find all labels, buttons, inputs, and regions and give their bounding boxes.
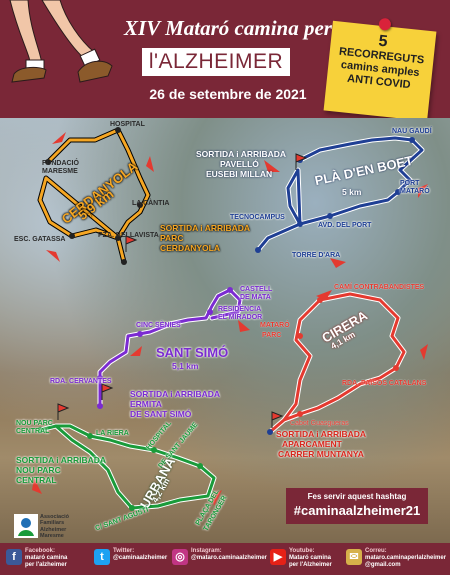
start-pla-1: SORTIDA i ARRIBADA [196, 149, 287, 159]
wp-cami-contrabandistes: CAMÍ CONTRABANDISTES [334, 284, 425, 291]
wp-rda-paisos-catalans: RDA. PAÏSOS CATALANS [342, 380, 427, 387]
route-urbana [37, 423, 217, 511]
start-cirera-2: APARCAMENT [282, 439, 342, 449]
wp-mataro: MATARÓ [260, 322, 290, 329]
wp-port: PORT [400, 180, 420, 187]
wp-castell: CASTELL [240, 286, 273, 293]
youtube-icon: ▶ [270, 549, 286, 565]
alzheimer-title-box: l'ALZHEIMER [142, 48, 290, 76]
route-sant-simo [97, 287, 243, 409]
association-emblem-icon [14, 514, 38, 538]
hashtag-label: Fes servir aquest hashtag [307, 492, 407, 501]
route-pla-den-boet [255, 135, 425, 253]
wp-esc-gatassa: ESC. GATASSA [14, 236, 66, 243]
start-sant-simo-1: SORTIDA i ARRIBADA [130, 389, 221, 399]
route-name-sant-simo: SANT SIMÓ [156, 345, 229, 360]
wp-fundacio: FUNDACIÓ [42, 160, 79, 167]
start-cerdanyola-2: PARC [160, 233, 184, 243]
start-pla-3: EUSEBI MILLAN [206, 169, 273, 179]
start-urbana-1: SORTIDA i ARRIBADA [16, 455, 107, 465]
flag-icons [57, 153, 308, 428]
route-cirera [267, 291, 407, 435]
facebook-icon: f [6, 549, 22, 565]
wp-rda-cervantes: RDA. CERVANTES [50, 378, 112, 385]
routes-map [32, 127, 428, 511]
event-date: 26 de setembre de 2021 [149, 86, 307, 102]
wp-la-cantia: LA CÀNTIA [132, 200, 170, 207]
poster-title: XIV Mataró camina per [124, 16, 332, 40]
start-urbana-2: NOU PARC [16, 465, 61, 475]
wp-port-mataro: MATARÓ [400, 188, 430, 195]
push-pin-icon [378, 17, 392, 31]
wp-central: CENTRAL [16, 428, 50, 435]
twitter-icon: t [94, 549, 110, 565]
wp-cabot-guasgueras: Cabot Guasgueras [290, 420, 349, 427]
hashtag-value: #caminaalzheimer21 [293, 503, 421, 518]
start-cirera-1: SORTIDA i ARRIBADA [276, 429, 367, 439]
association-name: Associació Familiars Alzheimer Maresme [40, 514, 70, 539]
walking-legs-illustration [9, 0, 113, 83]
start-cerdanyola-3: CERDANYOLA [160, 243, 220, 253]
sticky-note: 5 RECORREGUTS camins amples ANTI COVID [323, 17, 437, 122]
wp-pza-bellavista: PZA. BELLAVISTA [98, 232, 159, 239]
direction-arrow-icons [32, 132, 428, 506]
start-cirera-3: CARRER MUNTANYA [278, 449, 364, 459]
start-pla-2: PAVELLÓ [220, 159, 259, 169]
wp-residencia: RESIDÈNCIA [218, 306, 262, 313]
hiking-photo-background [0, 118, 450, 543]
wp-hospital: HOSPITAL [110, 121, 145, 128]
route-distance-pla-den-boet: 5 km [342, 187, 362, 197]
start-sant-simo-2: ERMITA [130, 399, 162, 409]
header-banner: XIV Mataró camina per l'ALZHEIMER 26 de … [0, 0, 450, 122]
wp-nou-parc: NOU PARC [16, 420, 53, 427]
hashtag-box: Fes servir aquest hashtag #caminaalzheim… [286, 488, 428, 524]
instagram-icon: ◎ [172, 549, 188, 565]
wp-tecnocampus: TECNOCAMPUS [230, 214, 285, 221]
association-logo: Associació Familiars Alzheimer Maresme [14, 512, 84, 542]
wp-nau-gaudi: NAU GAUDÍ [392, 128, 432, 135]
wp-cinc-senies: CINC SÈNIES [136, 322, 181, 329]
wp-torre-dara: TORRE D'ARA [292, 252, 341, 259]
start-urbana-3: CENTRAL [16, 475, 57, 485]
wp-de-mata: DE MATA [240, 294, 271, 301]
wp-la-riera: LA RIERA [96, 430, 129, 437]
wp-parc: PARC [262, 332, 282, 339]
route-cerdanyola [37, 127, 151, 265]
route-distance-sant-simo: 5,1 km [172, 361, 199, 371]
wp-el-mirador: EL MIRADOR [218, 314, 263, 321]
wp-avd-del-port: AVD. DEL PORT [318, 222, 372, 229]
email-icon: ✉ [346, 549, 362, 565]
start-cerdanyola-1: SORTIDA i ARRIBADA [160, 223, 251, 233]
start-sant-simo-3: DE SANT SIMÓ [130, 409, 192, 419]
wp-maresme: MARESME [42, 168, 78, 175]
